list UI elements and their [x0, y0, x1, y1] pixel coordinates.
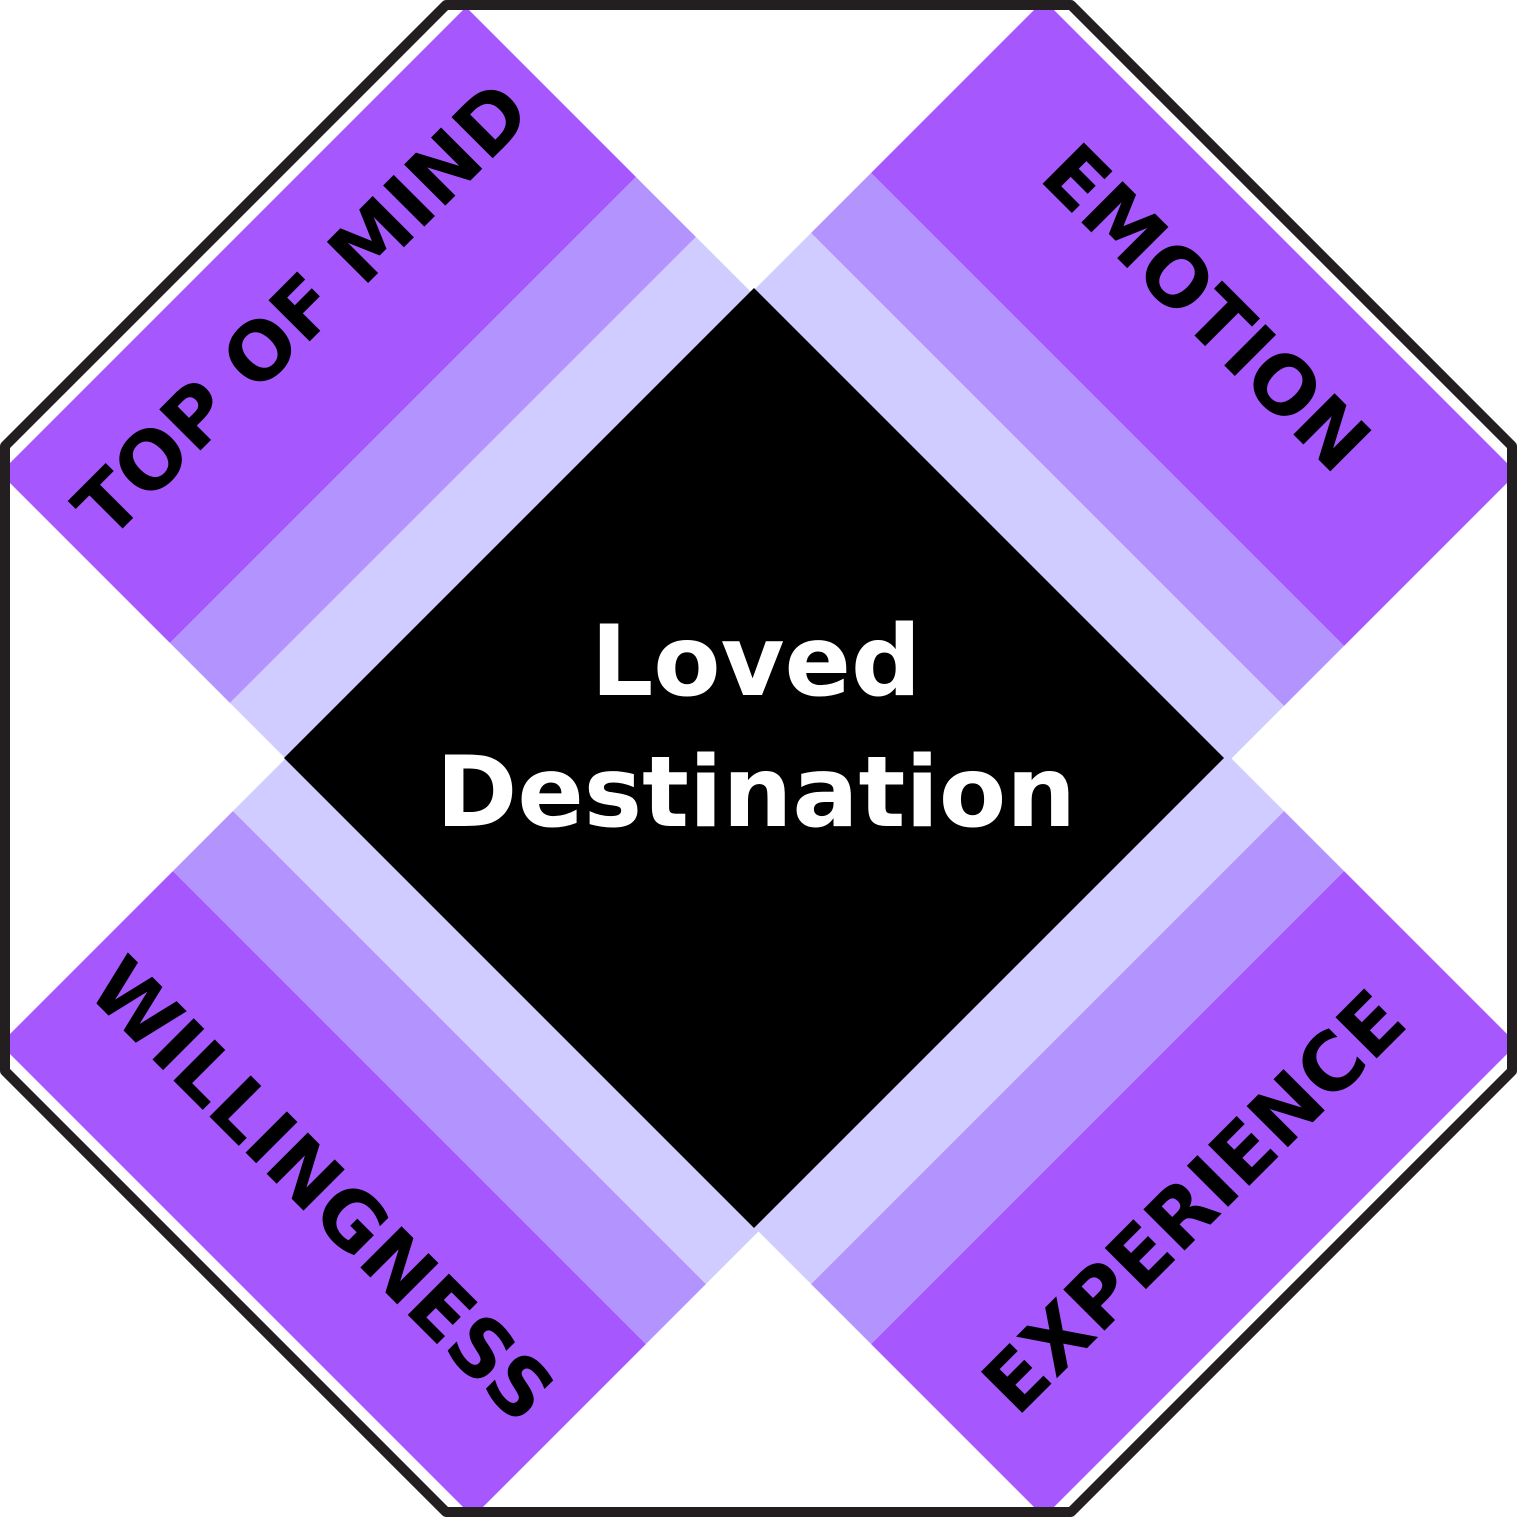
band-dark-top-left: [5, 7, 636, 643]
band-mid-top-left: [170, 177, 696, 703]
band-mid-bottom-right: [811, 811, 1344, 1344]
band-light-top-left: [230, 237, 758, 765]
arm-bottom-left: [5, 753, 764, 1512]
band-dark-top-right: [871, 5, 1512, 646]
band-light-bottom-left: [233, 753, 764, 1284]
arm-top-right: [753, 5, 1512, 764]
band-light-bottom-right: [753, 753, 1284, 1284]
band-mid-top-right: [811, 173, 1344, 706]
center-title-line1: Loved: [591, 605, 921, 719]
arm-bottom-right: [753, 753, 1512, 1512]
arm-top-left: [5, 7, 758, 765]
band-mid-bottom-left: [173, 811, 706, 1344]
band-light-top-right: [753, 233, 1284, 764]
center-title-line2: Destination: [436, 736, 1076, 850]
center-diamond: [284, 288, 1224, 1228]
band-dark-bottom-right: [871, 871, 1512, 1512]
band-dark-bottom-left: [5, 871, 646, 1512]
